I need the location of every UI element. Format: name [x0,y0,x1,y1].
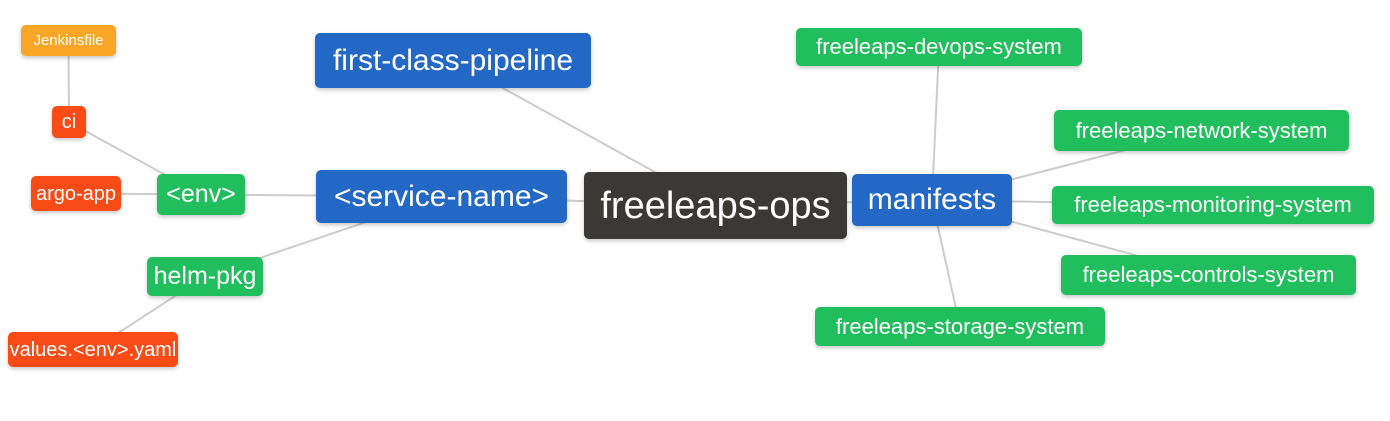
node-label: freeleaps-controls-system [1082,262,1335,287]
node-label: <service-name> [333,179,550,213]
node-label: helm-pkg [153,262,257,290]
node-label: ci [61,111,77,133]
mindmap-node-argo-app[interactable]: argo-app [31,176,121,211]
mindmap-node-controls-system[interactable]: freeleaps-controls-system [1061,255,1356,295]
mindmap-node-service-name[interactable]: <service-name> [316,170,567,223]
node-label: freeleaps-monitoring-system [1074,192,1352,217]
node-label: <env> [166,180,236,208]
mindmap-node-helm-pkg[interactable]: helm-pkg [147,257,263,296]
mindmap-node-first-class-pipeline[interactable]: first-class-pipeline [315,33,591,88]
mindmap-node-freeleaps-ops[interactable]: freeleaps-ops [584,172,847,239]
mindmap-node-monitoring-system[interactable]: freeleaps-monitoring-system [1052,186,1374,224]
node-label: values.<env>.yaml [9,338,177,361]
node-label: manifests [867,183,997,216]
node-label: first-class-pipeline [332,43,574,77]
mindmap-node-network-system[interactable]: freeleaps-network-system [1054,110,1349,151]
node-label: freeleaps-storage-system [835,313,1085,339]
mindmap-node-ci[interactable]: ci [52,106,86,138]
node-label: freeleaps-network-system [1075,117,1328,143]
mindmap-node-manifests[interactable]: manifests [852,174,1012,226]
mindmap-node-devops-system[interactable]: freeleaps-devops-system [796,28,1082,66]
node-label: Jenkinsfile [33,32,104,49]
mindmap-node-jenkinsfile[interactable]: Jenkinsfile [21,25,116,56]
mindmap-node-env[interactable]: <env> [157,174,245,215]
node-label: freeleaps-devops-system [816,34,1062,59]
mindmap-node-storage-system[interactable]: freeleaps-storage-system [815,307,1105,346]
node-label: argo-app [35,182,117,205]
mindmap-node-values-env-yaml[interactable]: values.<env>.yaml [8,332,178,367]
node-label: freeleaps-ops [600,184,831,227]
